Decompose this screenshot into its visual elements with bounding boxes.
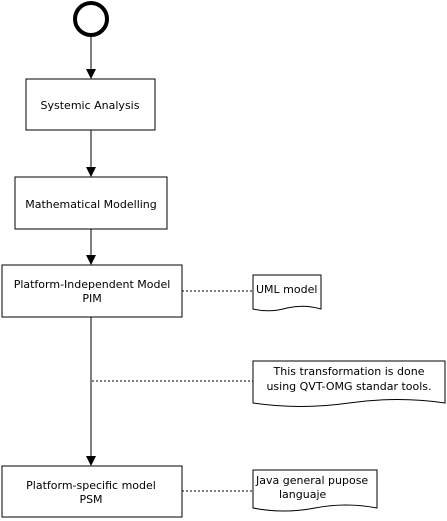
node-psm: Platform-specific model PSM	[1, 465, 183, 518]
note-transformation-line2: using QVT-OMG standar tools.	[266, 380, 431, 393]
note-uml-model: UML model	[252, 274, 322, 312]
note-uml-model-label: UML model	[256, 283, 317, 296]
note-java-language: Java general pupose languaje	[252, 469, 378, 512]
node-systemic-analysis: Systemic Analysis	[25, 78, 156, 131]
node-pim-line2: PIM	[82, 292, 101, 305]
note-transformation: This transformation is done using QVT-OM…	[252, 360, 446, 407]
node-psm-line1: Platform-specific model	[26, 479, 156, 492]
node-mathematical-modelling: Mathematical Modelling	[14, 176, 168, 230]
node-mathematical-modelling-label: Mathematical Modelling	[25, 198, 157, 211]
note-transformation-line1: This transformation is done	[273, 365, 425, 378]
note-java-line2: languaje	[279, 488, 327, 501]
node-pim-line1: Platform-Independent Model	[14, 278, 171, 291]
note-java-line1: Java general pupose	[255, 474, 368, 487]
start-node	[73, 1, 109, 37]
node-psm-line2: PSM	[79, 493, 102, 506]
node-systemic-analysis-label: Systemic Analysis	[41, 99, 140, 112]
node-pim: Platform-Independent Model PIM	[1, 264, 183, 318]
